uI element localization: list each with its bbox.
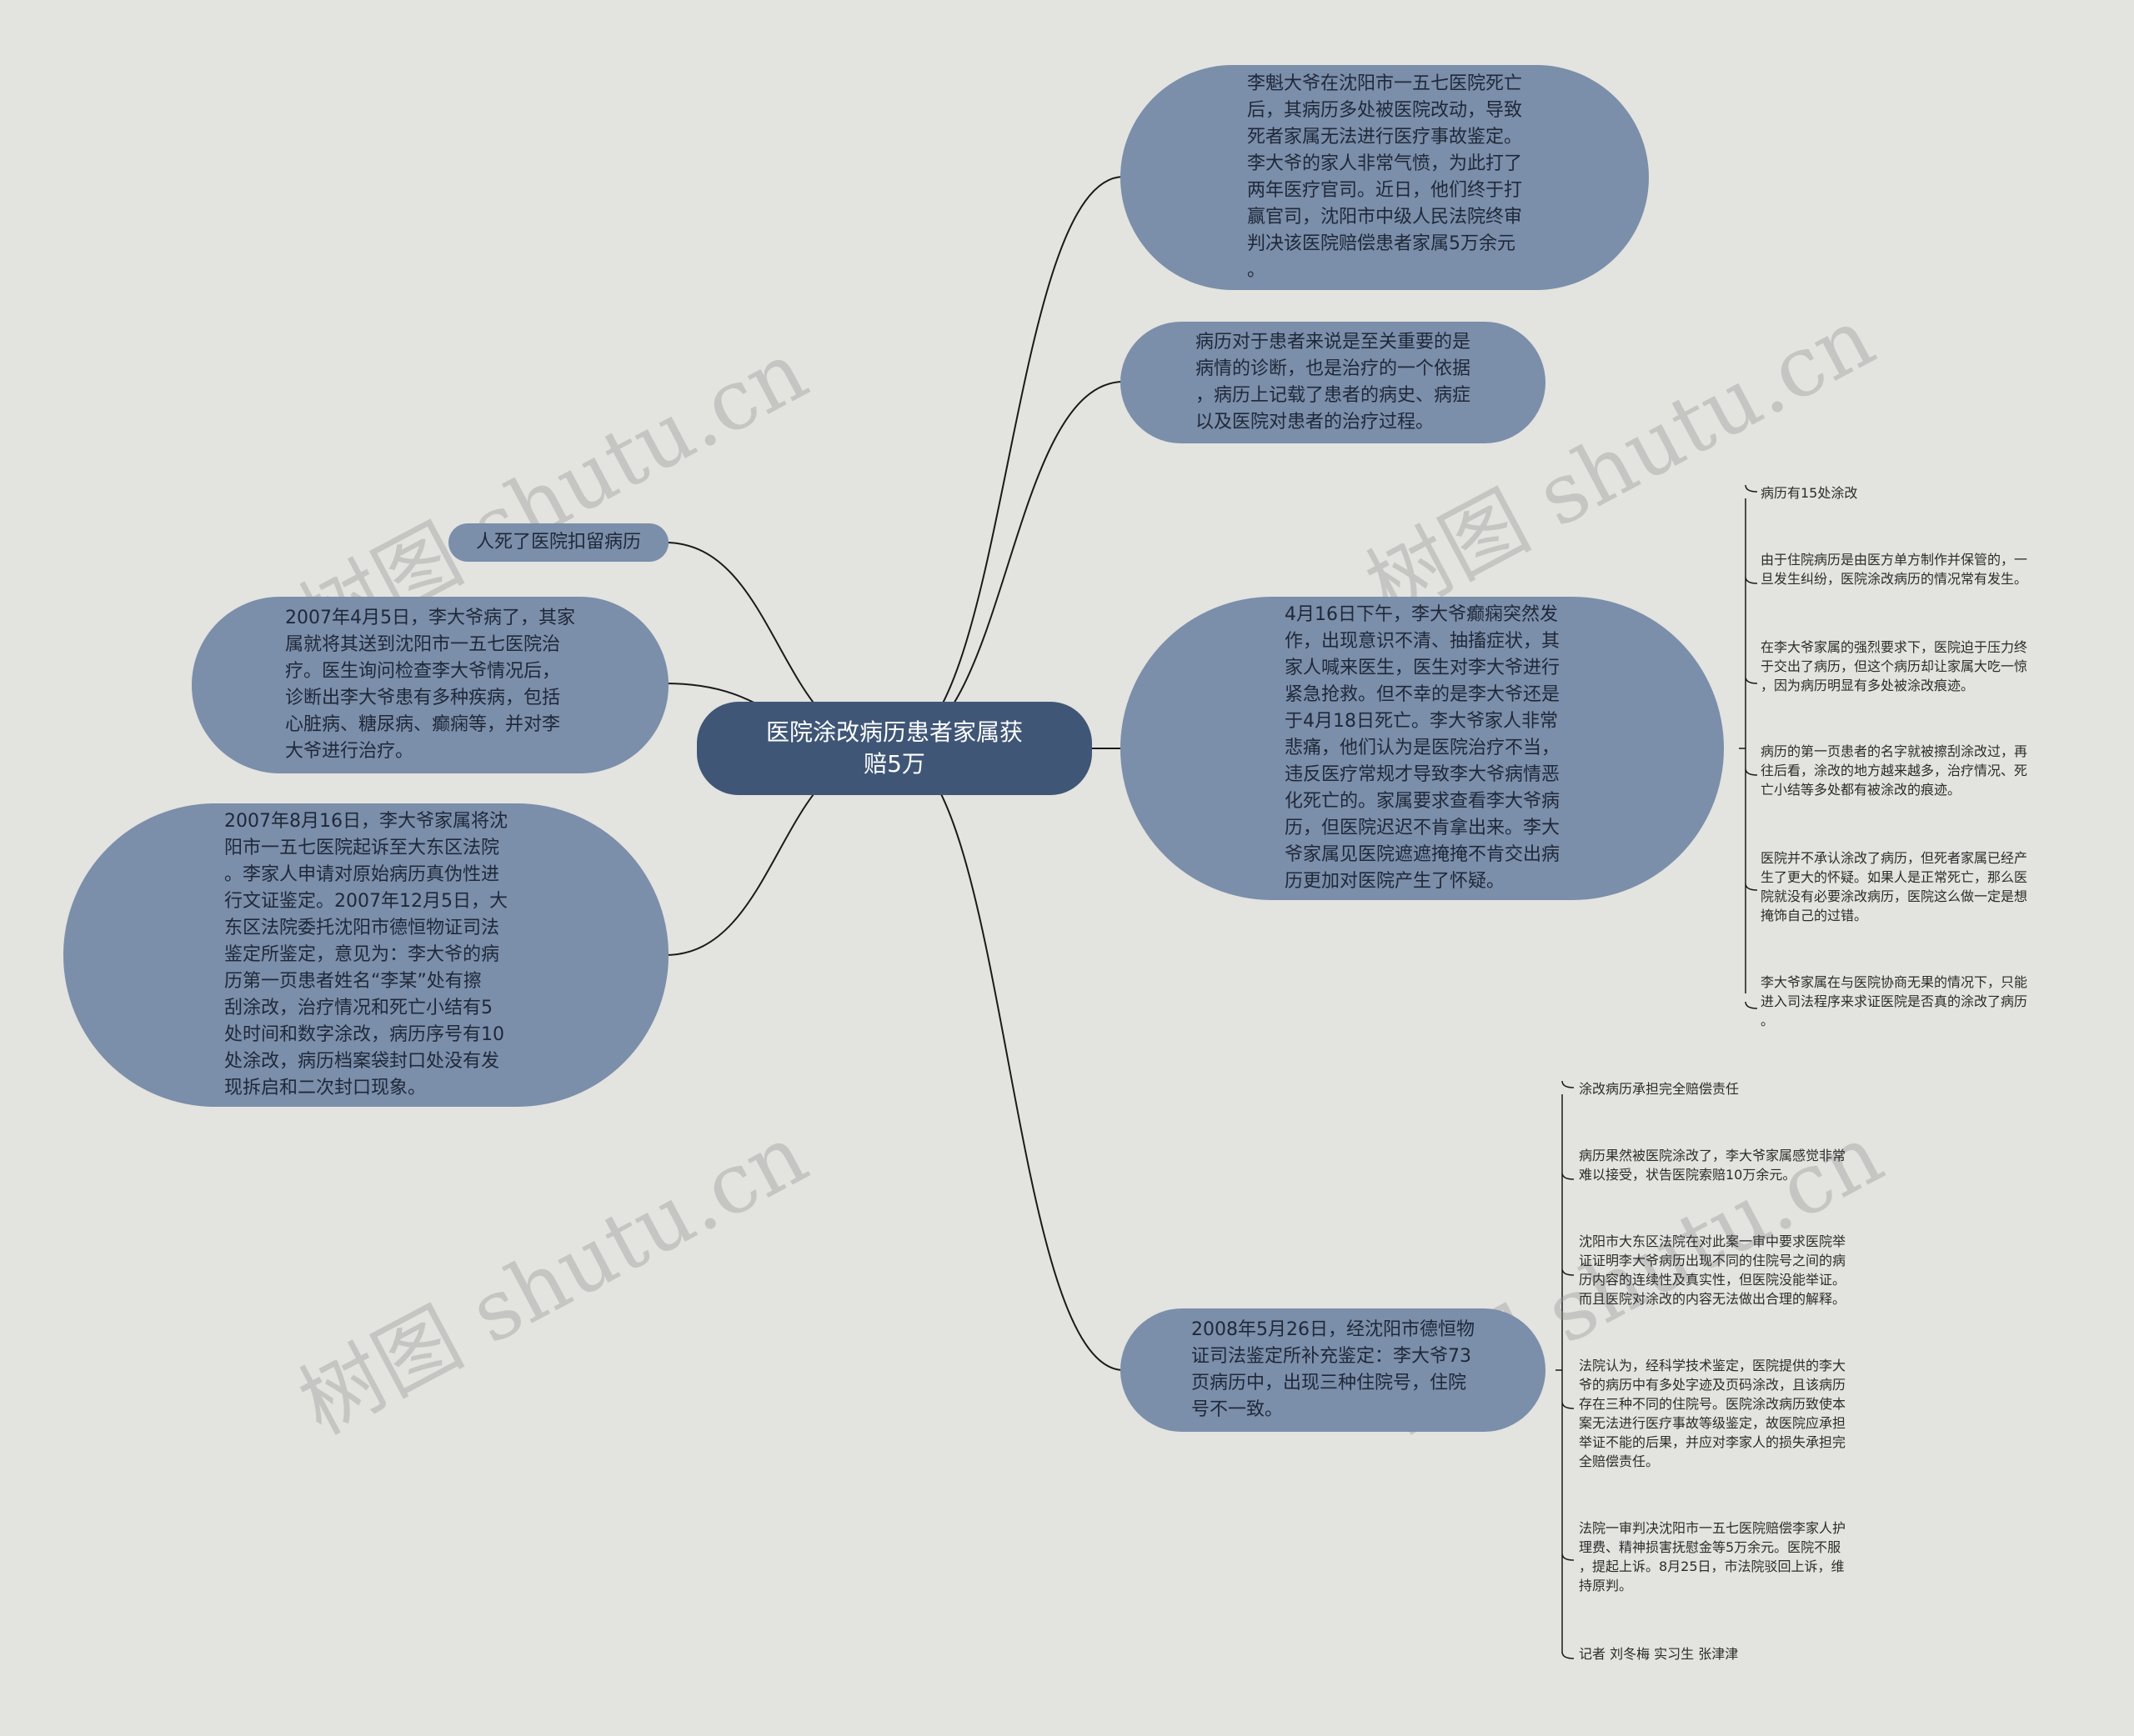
- topic-node[interactable]: 2007年4月5日，李大爷病了，其家 属就将其送到沈阳市一五七医院治 疗。医生询…: [192, 597, 669, 773]
- leaf-text: 李大爷家属在与医院协商无果的情况下，只能 进入司法程序来求证医院是否真的涂改了病…: [1761, 974, 2028, 1028]
- leaf-text: 法院一审判决沈阳市一五七医院赔偿李家人护 理费、精神损害抚慰金等5万余元。医院不…: [1579, 1520, 1846, 1593]
- topic-node[interactable]: 2008年5月26日，经沈阳市德恒物 证司法鉴定所补充鉴定：李大爷73 页病历中…: [1120, 1308, 1545, 1432]
- topic-node[interactable]: 2007年8月16日，李大爷家属将沈 阳市一五七医院起诉至大东区法院 。李家人申…: [63, 803, 669, 1107]
- leaf-text: 医院并不承认涂改了病历，但死者家属已经产 生了更大的怀疑。如果人是正常死亡，那么…: [1761, 850, 2028, 923]
- leaf-text: 记者 刘冬梅 实习生 张津津: [1579, 1646, 1739, 1662]
- leaf-text: 由于住院病历是由医方单方制作并保管的，一 旦发生纠纷，医院涂改病历的情况常有发生…: [1761, 552, 2028, 587]
- connector-line: [891, 381, 1125, 749]
- connector-line: [891, 176, 1125, 749]
- leaf-text: 在李大爷家属的强烈要求下，医院迫于压力终 于交出了病历，但这个病历却让家属大吃一…: [1761, 639, 2028, 693]
- topic-text: 2007年8月16日，李大爷家属将沈 阳市一五七医院起诉至大东区法院 。李家人申…: [224, 811, 508, 1098]
- connector-line: [891, 748, 1125, 1371]
- leaf-text: 病历果然被医院涂改了，李大爷家属感觉非常 难以接受，状告医院索赔10万余元。: [1579, 1148, 1846, 1183]
- topic-node[interactable]: 李魁大爷在沈阳市一五七医院死亡 后，其病历多处被医院改动，导致 死者家属无法进行…: [1120, 65, 1649, 290]
- topic-text: 2007年4月5日，李大爷病了，其家 属就将其送到沈阳市一五七医院治 疗。医生询…: [285, 608, 575, 762]
- leaf-text: 法院认为，经科学技术鉴定，医院提供的李大 爷的病历中有多处字迹及页码涂改，且该病…: [1579, 1358, 1846, 1469]
- topic-text: 病历对于患者来说是至关重要的是 病情的诊断，也是治疗的一个依据 ，病历上记载了患…: [1195, 332, 1470, 433]
- topic-text: 人死了医院扣留病历: [475, 532, 641, 553]
- leaf-text: 沈阳市大东区法院在对此案一审中要求医院举 证证明李大爷病历出现不同的住院号之间的…: [1579, 1233, 1846, 1307]
- topic-node[interactable]: 4月16日下午，李大爷癫痫突然发 作，出现意识不清、抽搐症状，其 家人喊来医生，…: [1120, 597, 1724, 900]
- leaf-bracket: [1555, 1080, 1575, 1659]
- topic-text: 4月16日下午，李大爷癫痫突然发 作，出现意识不清、抽搐症状，其 家人喊来医生，…: [1284, 604, 1560, 892]
- topic-node[interactable]: 人死了医院扣留病历: [448, 523, 669, 562]
- topic-node[interactable]: 病历对于患者来说是至关重要的是 病情的诊断，也是治疗的一个依据 ，病历上记载了患…: [1120, 322, 1545, 443]
- topic-text: 李魁大爷在沈阳市一五七医院死亡 后，其病历多处被医院改动，导致 死者家属无法进行…: [1246, 73, 1522, 281]
- leaf-text: 涂改病历承担完全赔偿责任: [1579, 1081, 1740, 1097]
- leaf-text: 病历的第一页患者的名字就被擦刮涂改过，再 往后看，涂改的地方越来越多，治疗情况、…: [1761, 743, 2028, 798]
- topic-text: 2008年5月26日，经沈阳市德恒物 证司法鉴定所补充鉴定：李大爷73 页病历中…: [1191, 1319, 1475, 1420]
- root-label: 医院涂改病历患者家属获 赔5万: [765, 718, 1023, 778]
- leaf-text: 病历有15处涂改: [1761, 485, 1858, 501]
- leaf-bracket: [1739, 484, 1758, 1009]
- root-node[interactable]: 医院涂改病历患者家属获 赔5万: [697, 702, 1092, 795]
